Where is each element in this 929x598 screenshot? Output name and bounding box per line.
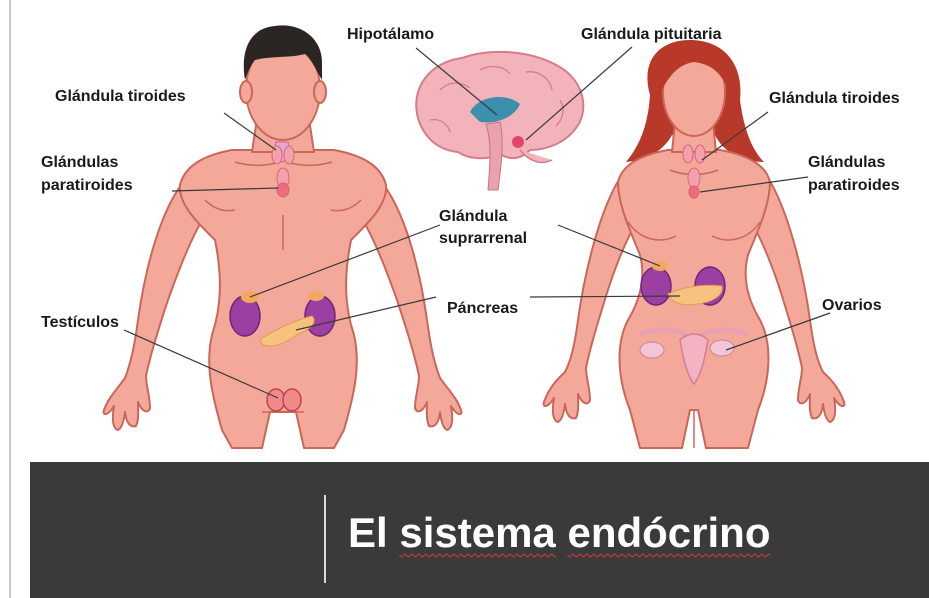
label-glandula-pituitaria: Glándula pituitaria — [581, 26, 722, 43]
female-figure — [542, 40, 846, 449]
banner-word-sistema: sistema — [399, 509, 556, 556]
banner-word-endocrino: endócrino — [567, 509, 771, 556]
label-ovarios: Ovarios — [822, 297, 882, 314]
title-banner: El sistema endócrino — [30, 462, 929, 598]
label-glandula-suprarrenal-line1: Glándula — [439, 208, 508, 225]
label-glandula-suprarrenal-line2: suprarrenal — [439, 230, 528, 247]
leader-lines — [123, 46, 831, 399]
label-glandula-tiroides-female: Glándula tiroides — [769, 90, 900, 107]
label-glandula-tiroides-male: Glándula tiroides — [55, 88, 186, 105]
label-glandulas-female: Glándulas — [808, 154, 886, 171]
left-divider — [9, 0, 11, 598]
label-glandulas-male: Glándulas — [41, 154, 119, 171]
banner-divider — [324, 495, 326, 583]
banner-title: El sistema endócrino — [348, 508, 770, 558]
banner-word-el: El — [348, 509, 388, 556]
label-paratiroides-male: paratiroides — [41, 177, 133, 194]
label-hipotalamo: Hipotálamo — [347, 26, 435, 43]
male-figure — [102, 25, 463, 449]
label-paratiroides-female: paratiroides — [808, 177, 900, 194]
illustration — [102, 25, 846, 449]
label-testiculos: Testículos — [41, 314, 119, 331]
label-pancreas: Páncreas — [447, 300, 519, 317]
brain-illustration — [415, 50, 585, 191]
